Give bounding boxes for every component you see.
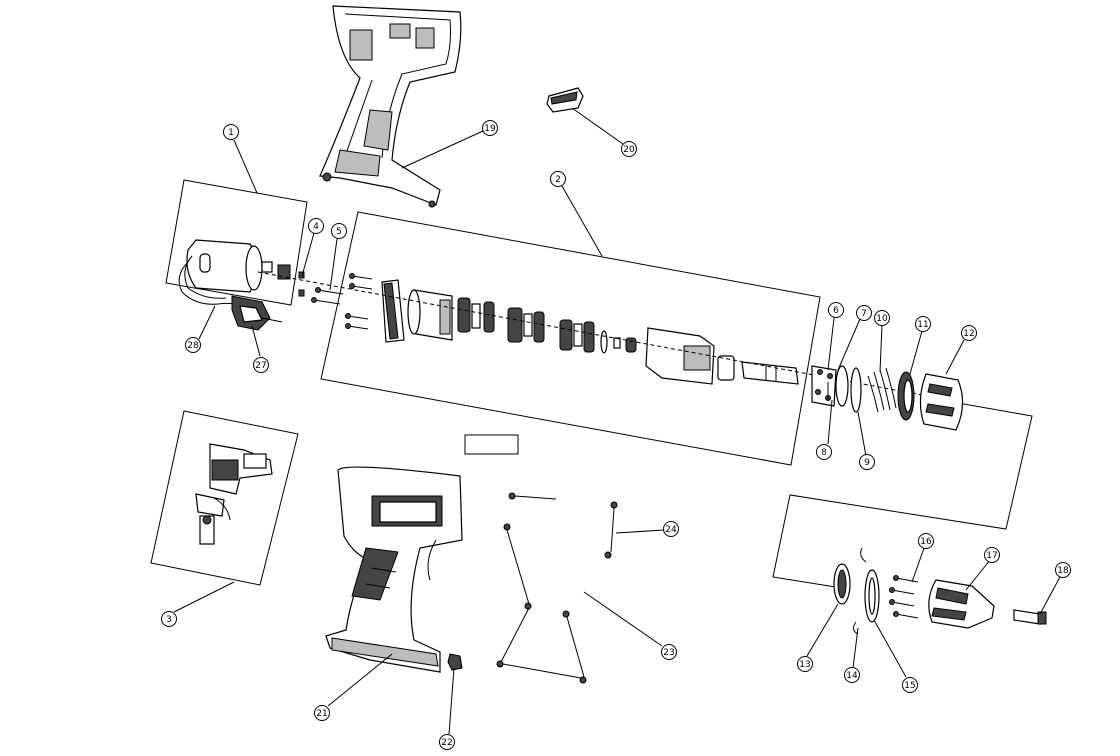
callout-13: 13 [797, 656, 813, 672]
callout-label: 11 [917, 320, 928, 330]
callout-label: 18 [1057, 566, 1069, 576]
callout-circle [663, 521, 679, 537]
callout-18: 18 [1055, 562, 1071, 578]
blank-label-box [464, 434, 519, 455]
callout-label: 24 [665, 525, 677, 535]
callout-circle [314, 705, 330, 721]
callout-circle [844, 667, 860, 683]
callout-circle [915, 316, 931, 332]
callout-circle [961, 325, 977, 341]
callout-label: 12 [963, 329, 974, 339]
callout-label: 14 [846, 671, 858, 681]
callout-circle [185, 337, 201, 353]
callout-16: 16 [918, 533, 934, 549]
callout-label: 23 [663, 648, 674, 658]
callout-19: 19 [482, 120, 498, 136]
callout-3: 3 [161, 611, 177, 627]
housing-screws [496, 492, 618, 684]
callout-label: 10 [876, 314, 888, 324]
callout-circle [1055, 562, 1071, 578]
callout-28: 28 [185, 337, 201, 353]
callout-circle [902, 677, 918, 693]
callout-7: 7 [856, 305, 872, 321]
callout-circle [859, 454, 875, 470]
switch-assembly-frame [150, 410, 299, 586]
callout-circle [661, 644, 677, 660]
callout-17: 17 [984, 547, 1000, 563]
callout-label: 8 [821, 448, 827, 458]
callout-label: 3 [166, 615, 172, 625]
callout-circle [621, 141, 637, 157]
callout-6: 6 [828, 302, 844, 318]
trigger-switch [195, 443, 273, 545]
motor-screws [311, 287, 344, 305]
callout-circle [874, 310, 890, 326]
callout-label: 4 [313, 222, 319, 232]
callout-label: 20 [623, 145, 635, 155]
callout-10: 10 [874, 310, 890, 326]
callout-label: 19 [484, 124, 496, 134]
chuck-assembly-frame [772, 402, 1033, 590]
right-housing-half [325, 466, 463, 673]
callout-label: 16 [920, 537, 932, 547]
callout-circle [984, 547, 1000, 563]
motor [178, 239, 305, 331]
callout-15: 15 [902, 677, 918, 693]
callout-1: 1 [223, 124, 239, 140]
clutch-parts [811, 365, 964, 431]
latch-piece [546, 87, 584, 113]
callout-20: 20 [621, 141, 637, 157]
callout-label: 17 [986, 551, 997, 561]
callout-label: 7 [861, 309, 867, 319]
callout-21: 21 [314, 705, 330, 721]
callout-2: 2 [550, 171, 566, 187]
callout-4: 4 [308, 218, 324, 234]
callout-label: 6 [833, 306, 839, 316]
callout-22: 22 [439, 734, 455, 750]
callout-label: 9 [864, 458, 870, 468]
callout-27: 27 [253, 357, 269, 373]
callout-label: 5 [336, 227, 342, 237]
callout-label: 21 [316, 709, 327, 719]
chuck-parts [833, 547, 1047, 635]
gearbox-assembly-frame [320, 211, 821, 466]
callout-circle [223, 124, 239, 140]
callout-9: 9 [859, 454, 875, 470]
callout-circle [550, 171, 566, 187]
callout-label: 27 [255, 361, 266, 371]
callout-14: 14 [844, 667, 860, 683]
leader-lines [173, 107, 1061, 735]
callout-label: 13 [799, 660, 810, 670]
callout-label: 28 [187, 341, 199, 351]
callout-12: 12 [961, 325, 977, 341]
gearbox-parts [257, 271, 961, 403]
callout-24: 24 [663, 521, 679, 537]
callout-circle [816, 444, 832, 460]
callout-circle [308, 218, 324, 234]
callout-circle [161, 611, 177, 627]
callout-circle [797, 656, 813, 672]
callout-5: 5 [331, 223, 347, 239]
callout-label: 15 [904, 681, 915, 691]
callout-circle [482, 120, 498, 136]
callout-circle [253, 357, 269, 373]
callout-circle [828, 302, 844, 318]
callout-23: 23 [661, 644, 677, 660]
callout-circle [331, 223, 347, 239]
callout-circle [439, 734, 455, 750]
callout-circle [856, 305, 872, 321]
callout-label: 1 [228, 128, 234, 138]
callout-circle [918, 533, 934, 549]
left-housing-half [319, 5, 462, 208]
callout-label: 2 [555, 175, 561, 185]
callout-8: 8 [816, 444, 832, 460]
housing-fastener [447, 653, 463, 671]
callout-label: 22 [441, 738, 452, 748]
callout-11: 11 [915, 316, 931, 332]
motor-assembly-frame [165, 179, 308, 306]
